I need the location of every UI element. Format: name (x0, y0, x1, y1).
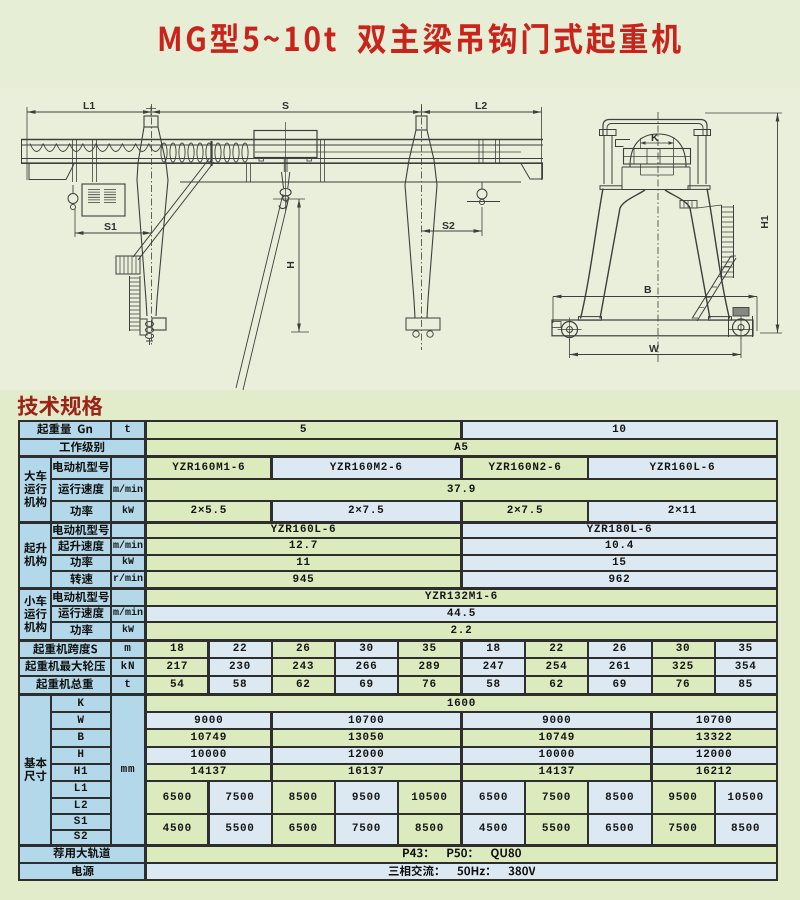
svg-text:S1: S1 (104, 221, 117, 233)
svg-text:H: H (285, 261, 297, 269)
svg-text:S2: S2 (442, 220, 455, 232)
svg-text:K: K (651, 132, 659, 144)
svg-text:L1: L1 (83, 100, 95, 112)
svg-text:L2: L2 (475, 100, 487, 112)
svg-text:W: W (649, 343, 659, 355)
svg-text:B: B (644, 284, 652, 296)
svg-text:H1: H1 (759, 215, 771, 229)
svg-text:S: S (282, 100, 289, 112)
